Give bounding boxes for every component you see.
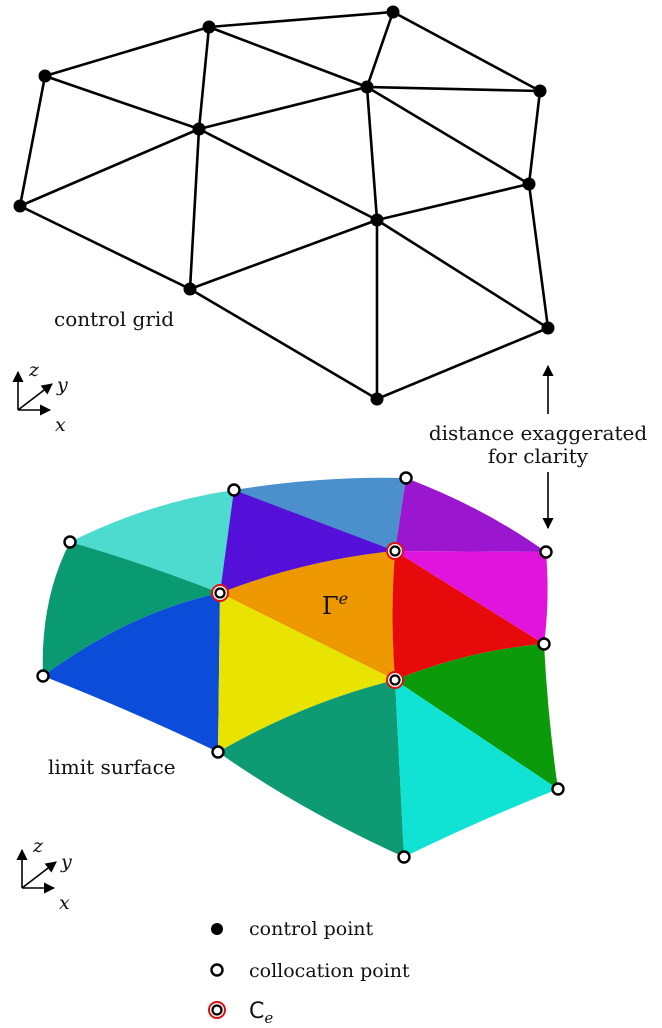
legend-collocation-point-marker: [210, 963, 224, 977]
control-grid-label: control grid: [54, 307, 174, 331]
ce-collocation-point: [386, 671, 404, 689]
control-point: [202, 20, 216, 34]
patch-center-red: [392, 551, 544, 680]
axis-z-label-bottom: z: [32, 835, 44, 857]
ce-collocation-point: [386, 542, 404, 560]
grid-edge: [365, 85, 379, 222]
patch-bottom-green: [218, 680, 404, 857]
patch-upper-violet: [220, 490, 395, 593]
control-point: [533, 84, 547, 98]
gamma-e-label: Γe: [322, 589, 348, 620]
grid-edge: [527, 182, 550, 330]
patch-lower-blue: [43, 593, 220, 752]
grid-edge: [365, 10, 395, 89]
distance-annotation: distance exaggerated for clarity: [429, 364, 648, 530]
patch-top-left-cyan: [70, 490, 234, 593]
legend-collocation-point-label: collocation point: [249, 960, 410, 982]
collocation-point: [397, 850, 411, 864]
control-point: [541, 321, 555, 335]
control-point: [522, 177, 536, 191]
grid-edge: [365, 85, 542, 93]
axis-y-label: y: [56, 374, 68, 396]
grid-edge: [188, 287, 379, 401]
patch-right-green: [395, 644, 558, 789]
grid-edge: [197, 127, 379, 222]
grid-edge: [365, 85, 531, 186]
control-point: [38, 69, 52, 83]
grid-edge: [391, 10, 542, 93]
grid-edge: [375, 326, 550, 401]
control-point: [386, 5, 400, 19]
grid-edge: [375, 182, 531, 222]
collocation-point: [539, 545, 553, 559]
grid-edge: [43, 74, 201, 131]
legend: control point collocation point Ce: [208, 918, 410, 1027]
grid-edge: [375, 218, 550, 330]
axes-top: z y x: [12, 359, 68, 436]
legend-ce-marker: [208, 1001, 226, 1019]
patch-right-magenta: [395, 551, 548, 644]
control-point: [370, 213, 384, 227]
control-point: [370, 392, 384, 406]
patch-top-purple: [395, 478, 546, 552]
limit-surface-label: limit surface: [48, 755, 176, 779]
grid-edge: [18, 127, 201, 208]
collocation-point: [537, 637, 551, 651]
patch-center-yellow: [218, 593, 395, 752]
control-point: [192, 122, 206, 136]
control-point: [183, 282, 197, 296]
patch-center-orange: [220, 551, 395, 680]
grid-edge: [18, 204, 192, 291]
grid-edge: [527, 89, 542, 186]
limit-surface: [36, 471, 565, 864]
ce-collocation-point: [211, 584, 229, 602]
grid-edge: [197, 85, 369, 131]
axis-z-label: z: [28, 359, 40, 381]
axis-x-label-bottom: x: [59, 892, 70, 914]
axis-y-label-bottom: y: [60, 851, 72, 873]
distance-label-line1: distance exaggerated: [429, 421, 648, 445]
collocation-point: [36, 669, 50, 683]
grid-edge: [43, 25, 211, 78]
collocation-point: [63, 535, 77, 549]
axes-bottom: z y x: [16, 835, 72, 914]
grid-edge: [207, 25, 369, 89]
grid-edge: [207, 10, 395, 29]
distance-label-line2: for clarity: [488, 444, 589, 468]
collocation-point: [211, 745, 225, 759]
patch-bottom-cyan: [395, 680, 558, 857]
legend-control-point-label: control point: [249, 918, 374, 940]
collocation-point: [227, 483, 241, 497]
control-point: [360, 80, 374, 94]
control-point: [13, 199, 27, 213]
grid-edge: [18, 74, 47, 208]
grid-edge: [197, 25, 211, 131]
control-grid: [13, 5, 555, 406]
grid-edge: [188, 127, 201, 291]
legend-ce-label: Ce: [249, 999, 273, 1027]
axis-x-label: x: [55, 414, 66, 436]
legend-control-point-marker: [211, 923, 223, 935]
collocation-point: [551, 782, 565, 796]
collocation-point: [399, 471, 413, 485]
grid-edge: [188, 218, 379, 291]
patch-left-green: [42, 542, 221, 676]
